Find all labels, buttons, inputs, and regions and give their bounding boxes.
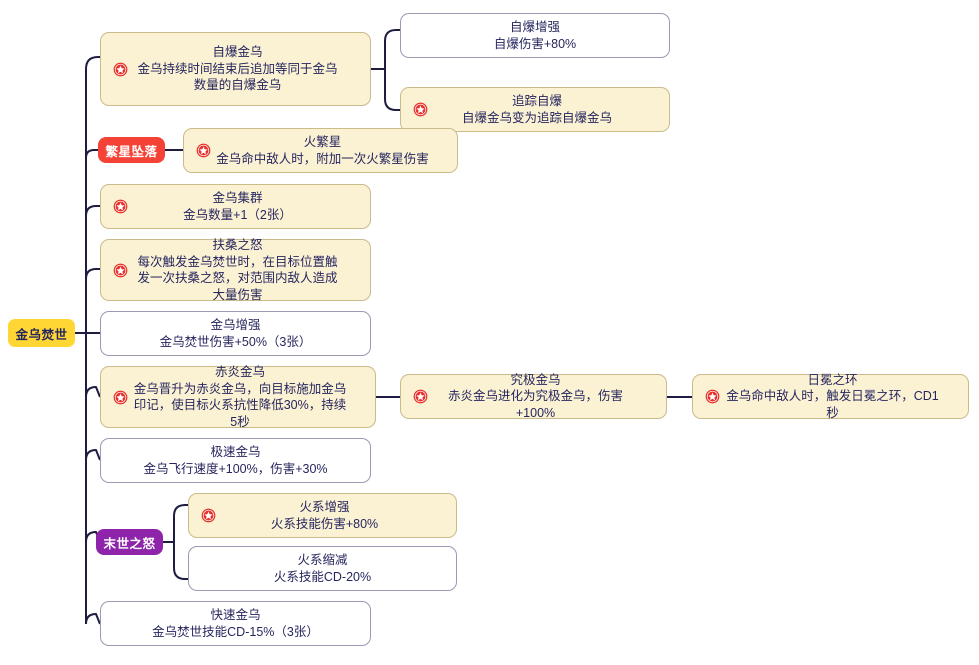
skill-node-huofanxing-desc: 金乌命中敌人时，附加一次火繁星伤害 [216,151,429,166]
skill-node-jinwuzengqiang[interactable]: 金乌增强 金乌焚世伤害+50%（3张） [100,311,371,356]
edge-trunk-n11 [85,449,101,461]
skill-node-rimianzhihuan-desc: 金乌命中敌人时，触发日冕之环，CD1秒 [726,389,939,420]
skill-node-jinwuzengqiang-body: 金乌增强 金乌焚世伤害+50%（3张） [109,317,362,350]
skill-node-jisujinwu[interactable]: 极速金乌 金乌飞行速度+100%，伤害+30% [100,438,371,483]
skill-node-huoxisuojian-desc: 火系技能CD-20% [273,569,372,584]
skill-node-fusangzhinu-body: 扶桑之怒 每次触发金乌焚世时，在目标位置触发一次扶桑之怒，对范围内敌人造成大量伤… [133,237,362,303]
star-badge-icon [109,390,131,405]
skill-node-rimianzhihuan-body: 日冕之环 金乌命中敌人时，触发日冕之环，CD1秒 [725,372,960,422]
edge-trunk-n6 [85,268,100,280]
edge-moshi-n12 [173,504,188,517]
skill-node-jiujijinwu-desc: 赤炎金乌进化为究极金乌，伤害+100% [447,389,623,420]
star-badge-icon [192,143,214,158]
group-badge-moshizhinu-label: 末世之怒 [103,536,156,551]
skill-node-jiujijinwu-title: 究极金乌 [510,372,561,387]
skill-node-fusangzhinu-title: 扶桑之怒 [212,238,263,252]
edge-n1-n3 [384,98,400,111]
skill-node-jisujinwu-body: 极速金乌 金乌飞行速度+100%，伤害+30% [109,444,362,477]
root-node-label: 金乌焚世 [15,327,68,342]
edge-trunk-n14 [85,613,101,625]
edge-n1-n2 [384,29,400,42]
group-badge-fanxingzhuiluo[interactable]: 繁星坠落 [98,137,165,163]
skill-node-huofanxing-title: 火繁星 [303,135,342,149]
star-badge-icon [109,263,131,278]
skill-node-jinwujiqun-body: 金乌集群 金乌数量+1（2张） [133,190,362,223]
skill-node-huoxisuojian-body: 火系缩减 火系技能CD-20% [197,552,448,585]
skill-node-jinwujiqun-desc: 金乌数量+1（2张） [183,207,292,222]
star-badge-icon [701,389,723,404]
skill-node-zhuizongziba-desc: 自爆金乌变为追踪自爆金乌 [461,110,612,125]
skill-node-huoxisuojian-title: 火系缩减 [297,553,348,567]
skill-node-jinwuzengqiang-desc: 金乌焚世伤害+50%（3张） [159,334,312,349]
group-badge-moshizhinu[interactable]: 末世之怒 [96,529,163,555]
skill-node-rimianzhihuan[interactable]: 日冕之环 金乌命中敌人时，触发日冕之环，CD1秒 [692,372,969,422]
star-badge-icon [409,102,431,117]
skill-node-chiyanjinwu[interactable]: 赤炎金乌 金乌晋升为赤炎金乌，向目标施加金乌印记，使目标火系抗性降低30%，持续… [100,364,376,430]
skill-node-zibaojinwu-desc: 金乌持续时间结束后追加等同于金乌数量的自爆金乌 [137,61,338,93]
skill-node-huofanxing-body: 火繁星 金乌命中敌人时，附加一次火繁星伤害 [216,134,449,167]
skill-node-rimianzhihuan-title: 日冕之环 [807,372,858,387]
star-badge-icon [197,508,219,523]
skill-node-huoxizengqiang-title: 火系增强 [299,500,350,514]
skill-node-chiyanjinwu-body: 赤炎金乌 金乌晋升为赤炎金乌，向目标施加金乌印记，使目标火系抗性降低30%，持续… [133,364,367,430]
skill-node-jiujijinwu-body: 究极金乌 赤炎金乌进化为究极金乌，伤害+100% [433,372,658,422]
skill-node-kuaisujinwu-title: 快速金乌 [210,608,261,622]
skill-node-zhuizongziba[interactable]: 追踪自爆 自爆金乌变为追踪自爆金乌 [400,87,670,132]
skill-node-jisujinwu-title: 极速金乌 [210,445,261,459]
skill-node-zibaojinwu-title: 自爆金乌 [212,45,263,60]
skill-node-zhuizongziba-body: 追踪自爆 自爆金乌变为追踪自爆金乌 [433,93,661,126]
skill-node-fusangzhinu-desc: 每次触发金乌焚世时，在目标位置触发一次扶桑之怒，对范围内敌人造成大量伤害 [137,254,338,302]
edge-trunk-n8 [85,386,101,398]
edge-trunk-n1 [85,56,100,70]
skill-node-zibaozengqiang-body: 自爆增强 自爆伤害+80% [409,19,661,52]
skill-node-zibaozengqiang[interactable]: 自爆增强 自爆伤害+80% [400,13,670,58]
skill-node-jinwuzengqiang-title: 金乌增强 [210,318,261,332]
skill-node-zibaojinwu[interactable]: 自爆金乌 金乌持续时间结束后追加等同于金乌数量的自爆金乌 [100,32,371,106]
skill-node-zibaozengqiang-title: 自爆增强 [509,20,560,34]
skill-node-kuaisujinwu-desc: 金乌焚世技能CD-15%（3张） [152,624,319,639]
skill-node-huoxizengqiang-desc: 火系技能伤害+80% [270,516,379,531]
skill-node-chiyanjinwu-title: 赤炎金乌 [214,365,265,379]
skill-node-kuaisujinwu-body: 快速金乌 金乌焚世技能CD-15%（3张） [109,607,362,640]
skill-node-fusangzhinu[interactable]: 扶桑之怒 每次触发金乌焚世时，在目标位置触发一次扶桑之怒，对范围内敌人造成大量伤… [100,237,371,303]
skill-node-huofanxing[interactable]: 火繁星 金乌命中敌人时，附加一次火繁星伤害 [183,128,458,173]
skill-node-zibaojinwu-body: 自爆金乌 金乌持续时间结束后追加等同于金乌数量的自爆金乌 [133,44,362,94]
skill-node-huoxizengqiang-body: 火系增强 火系技能伤害+80% [221,499,448,532]
skill-node-jinwujiqun-title: 金乌集群 [212,191,263,205]
skill-node-zibaozengqiang-desc: 自爆伤害+80% [493,36,577,51]
root-node-jinwufenshi[interactable]: 金乌焚世 [8,319,75,347]
star-badge-icon [109,62,131,77]
group-badge-fanxingzhuiluo-label: 繁星坠落 [105,144,158,159]
skill-node-jisujinwu-desc: 金乌飞行速度+100%，伤害+30% [143,461,328,476]
edge-moshi-n13 [173,567,188,580]
skill-node-zhuizongziba-title: 追踪自爆 [511,94,562,108]
edge-trunk-n5 [85,205,100,217]
skill-node-kuaisujinwu[interactable]: 快速金乌 金乌焚世技能CD-15%（3张） [100,601,371,646]
skill-node-huoxizengqiang[interactable]: 火系增强 火系技能伤害+80% [188,493,457,538]
skill-node-chiyanjinwu-desc: 金乌晋升为赤炎金乌，向目标施加金乌印记，使目标火系抗性降低30%，持续5秒 [133,381,347,429]
skill-node-huoxisuojian[interactable]: 火系缩减 火系技能CD-20% [188,546,457,591]
skill-node-jiujijinwu[interactable]: 究极金乌 赤炎金乌进化为究极金乌，伤害+100% [400,372,667,422]
star-badge-icon [109,199,131,214]
skill-node-jinwujiqun[interactable]: 金乌集群 金乌数量+1（2张） [100,184,371,229]
star-badge-icon [409,389,431,404]
